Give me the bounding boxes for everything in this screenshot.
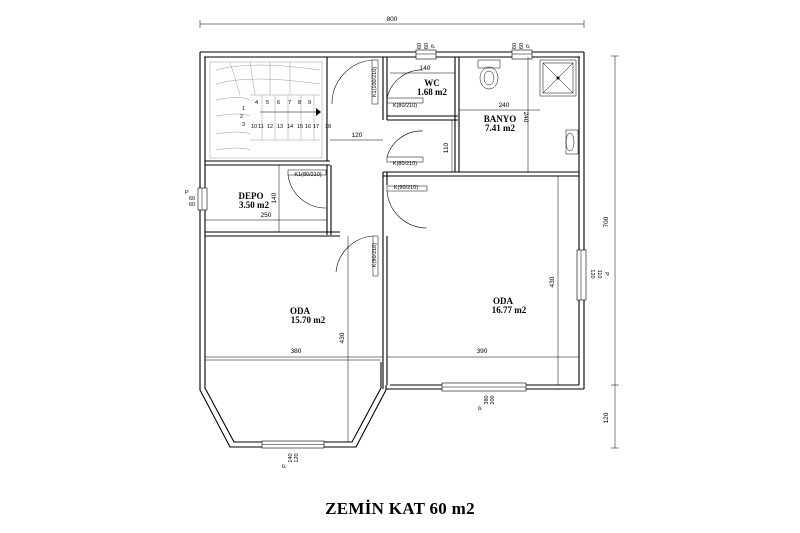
room-labels: WC 1.68 m2 BANYO 7.41 m2 DEPO 3.50 m2 OD… bbox=[238, 78, 526, 325]
windows: 60 60 P 60 60 P P 60 60 120 110 P P 380 … bbox=[185, 43, 609, 468]
staircase: 1 2 3 4 5 6 7 8 9 10 11 12 13 14 15 16 1… bbox=[209, 61, 331, 159]
bay-window-p: P bbox=[282, 464, 288, 468]
door-label-stair: K1(100/210) bbox=[372, 67, 378, 97]
interior-dimensions: 140 240 240 120 110 250 140 430 430 380 … bbox=[205, 57, 579, 442]
front-window-dim: 380 bbox=[484, 395, 490, 404]
room-name-banyo: BANYO bbox=[484, 114, 517, 124]
wc-window-dim: 60 bbox=[424, 43, 430, 49]
right-window-dim: 120 bbox=[589, 269, 595, 278]
stair-step-numbers: 1 2 3 4 5 6 7 8 9 10 11 12 13 14 15 16 1… bbox=[240, 100, 331, 130]
banyo-window-dim: 60 bbox=[512, 43, 518, 49]
room-area-banyo: 7.41 m2 bbox=[485, 123, 515, 133]
door-label-banyo: K(80/210) bbox=[393, 161, 417, 167]
dim-oda-left-width: 380 bbox=[291, 348, 302, 355]
dim-depo-depth: 140 bbox=[271, 192, 278, 203]
stair-step: 8 bbox=[298, 100, 301, 106]
front-window-p: P bbox=[478, 406, 484, 410]
banyo-window-dim: 60 bbox=[519, 43, 525, 49]
stair-step: 7 bbox=[288, 100, 291, 106]
room-area-oda-right: 16.77 m2 bbox=[492, 305, 527, 315]
stair-step: 9 bbox=[308, 100, 311, 106]
room-area-wc: 1.68 m2 bbox=[417, 87, 447, 97]
dim-total-width: 800 bbox=[387, 16, 398, 23]
dim-depo-width: 250 bbox=[261, 212, 272, 219]
stair-step: 11 bbox=[258, 124, 264, 130]
room-area-depo: 3.50 m2 bbox=[239, 200, 269, 210]
stair-step: 12 bbox=[267, 124, 273, 130]
wc-window-dim: 60 bbox=[417, 43, 423, 49]
dim-oda-right-width: 390 bbox=[477, 348, 488, 355]
stair-step: 6 bbox=[277, 100, 280, 106]
depo-window-dim: 60 bbox=[189, 202, 195, 208]
dim-total-height: 700 bbox=[603, 216, 610, 227]
door-label-oda-right: K(90/210) bbox=[394, 185, 418, 191]
banyo-window-p: P bbox=[526, 44, 532, 48]
right-window-dim: 110 bbox=[596, 270, 602, 279]
shower-icon bbox=[539, 59, 577, 97]
stair-step: 5 bbox=[266, 100, 269, 106]
stair-step: 16 bbox=[305, 124, 311, 130]
stair-step: 15 bbox=[297, 124, 303, 130]
stair-step: 18 bbox=[325, 124, 331, 130]
stair-step: 14 bbox=[287, 124, 293, 130]
room-name-depo: DEPO bbox=[238, 191, 263, 201]
dimension-lines: 800 700 120 bbox=[199, 16, 619, 449]
door-label-oda-left: K(90/210) bbox=[372, 243, 378, 267]
room-area-oda-left: 15.70 m2 bbox=[291, 315, 326, 325]
doors: K1(100/210) K(80/210) K(80/210) K(90/210… bbox=[287, 59, 428, 277]
dim-hall-depth: 110 bbox=[443, 142, 450, 153]
interior-walls bbox=[205, 57, 579, 389]
dim-banyo-width: 240 bbox=[499, 102, 510, 109]
bay-window-dim: 140 bbox=[288, 453, 294, 462]
stair-step: 17 bbox=[313, 124, 319, 130]
door-label-wc: K(80/210) bbox=[393, 103, 417, 109]
room-name-oda-right: ODA bbox=[493, 296, 514, 306]
bay-window-dim: 120 bbox=[294, 453, 300, 462]
sink-icon bbox=[565, 129, 579, 155]
stair-step: 1 bbox=[242, 106, 245, 112]
dim-wc-width: 140 bbox=[420, 65, 431, 72]
stair-step: 4 bbox=[255, 100, 258, 106]
dim-banyo-depth: 240 bbox=[522, 112, 529, 123]
depo-window-dim: 60 bbox=[189, 196, 195, 202]
stair-step: 10 bbox=[251, 124, 257, 130]
depo-window-p: P bbox=[185, 190, 189, 196]
dim-oda-right-depth: 430 bbox=[549, 276, 556, 287]
dim-bay-depth: 120 bbox=[603, 412, 610, 423]
plan-title: ZEMİN KAT 60 m2 bbox=[325, 499, 475, 518]
right-window-p: P bbox=[603, 272, 609, 276]
toilet-icon bbox=[477, 59, 501, 90]
stair-step: 13 bbox=[277, 124, 283, 130]
fixtures bbox=[477, 59, 579, 155]
stair-step: 2 bbox=[240, 114, 243, 120]
stair-step: 3 bbox=[242, 122, 245, 128]
front-window-dim: 200 bbox=[490, 395, 496, 404]
dim-hall-width: 120 bbox=[352, 132, 363, 139]
room-name-wc: WC bbox=[424, 78, 440, 88]
room-name-oda-left: ODA bbox=[290, 306, 311, 316]
wc-window-p: P bbox=[431, 44, 437, 48]
dim-oda-left-depth: 430 bbox=[339, 332, 346, 343]
door-label-depo: K1(80/210) bbox=[294, 172, 321, 178]
